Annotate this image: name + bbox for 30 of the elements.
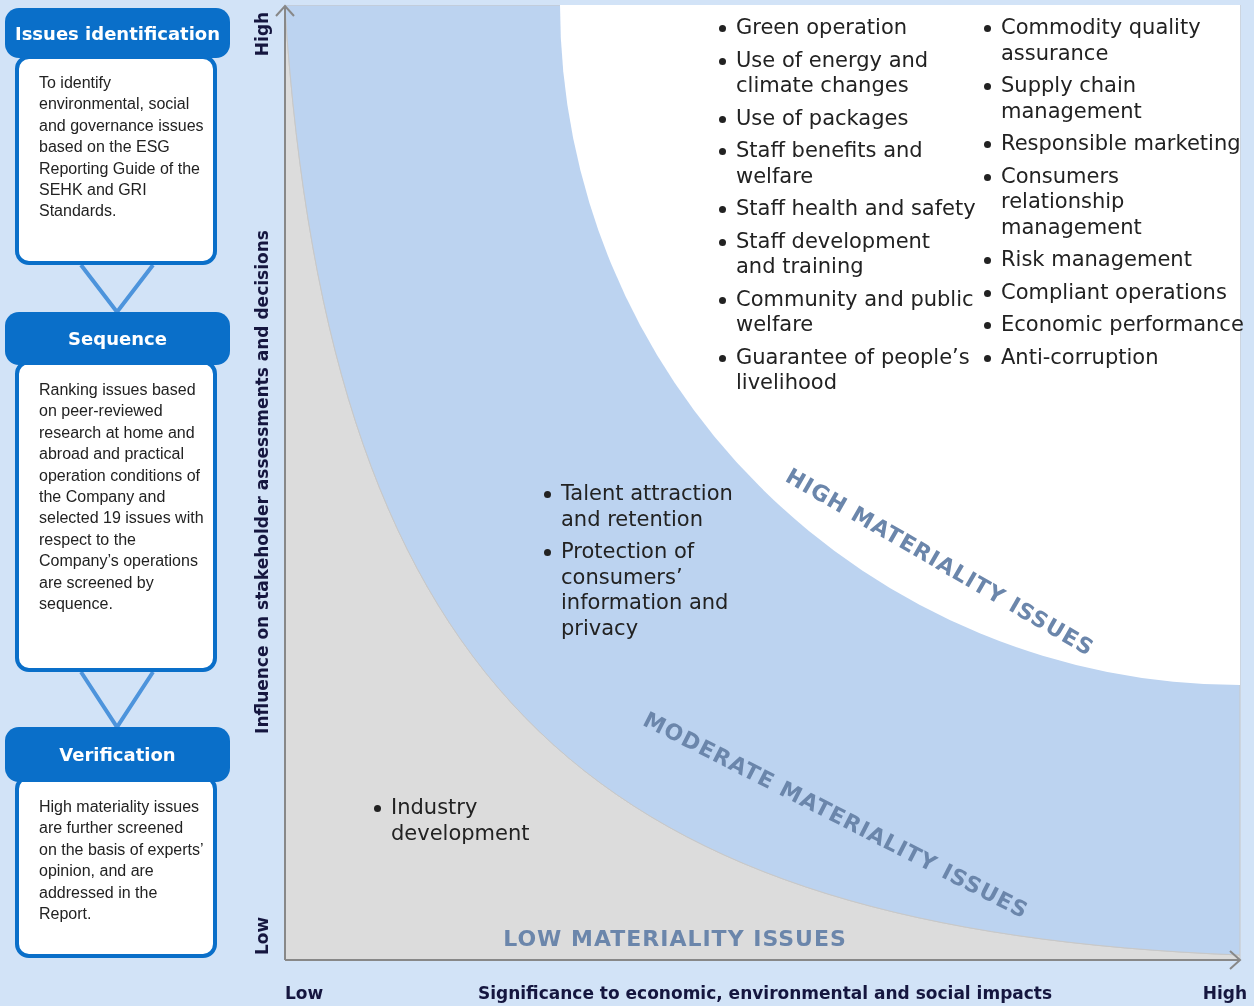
list-item: Staff development and training bbox=[736, 228, 932, 280]
list-item: Anti-corruption bbox=[1001, 344, 1159, 370]
step-header: Sequence bbox=[5, 312, 230, 365]
list-item: Guarantee of people’s livelihood bbox=[736, 344, 971, 396]
list-item: Consumers relationship management bbox=[1001, 163, 1143, 240]
axis-label: Low bbox=[252, 916, 272, 956]
zone-label: LOW MATERIALITY ISSUES bbox=[503, 925, 847, 951]
axis-label: Low bbox=[285, 983, 324, 1003]
list-item: Use of packages bbox=[736, 105, 909, 131]
axis-label: High bbox=[252, 11, 272, 57]
list-item: Staff health and safety bbox=[736, 196, 976, 222]
list-item: Commodity quality assurance bbox=[1001, 15, 1202, 66]
list-item: Risk management bbox=[1001, 247, 1192, 273]
list-item: Use of energy and climate changes bbox=[736, 47, 930, 99]
axis-label: Significance to economic, environmental and social impacts bbox=[477, 983, 1053, 1003]
step-description: To identify environmental, social and governance issues based on the ESG Reporting Guide of the SEHK and GRI Standards. bbox=[15, 55, 217, 265]
list-item: Compliant operations bbox=[1001, 279, 1227, 305]
list-item: Protection of consumers’ information and privacy bbox=[561, 539, 730, 641]
list-item: Economic performance bbox=[1001, 312, 1244, 338]
list-item: Green operation bbox=[736, 15, 908, 41]
step-header: Issues identification bbox=[5, 8, 230, 58]
list-item: Staff benefits and welfare bbox=[736, 138, 924, 189]
list-item: Supply chain management bbox=[1001, 73, 1143, 124]
list-item: Industry development bbox=[391, 795, 531, 846]
list-item: Community and public welfare bbox=[736, 286, 975, 338]
axis-label: High bbox=[1202, 983, 1247, 1003]
list-item: Talent attraction and retention bbox=[561, 481, 734, 532]
step-header: Verification bbox=[5, 727, 230, 782]
axis-label: Influence on stakeholder assessments and decisions bbox=[252, 230, 272, 734]
list-item: Responsible marketing bbox=[1001, 131, 1241, 157]
